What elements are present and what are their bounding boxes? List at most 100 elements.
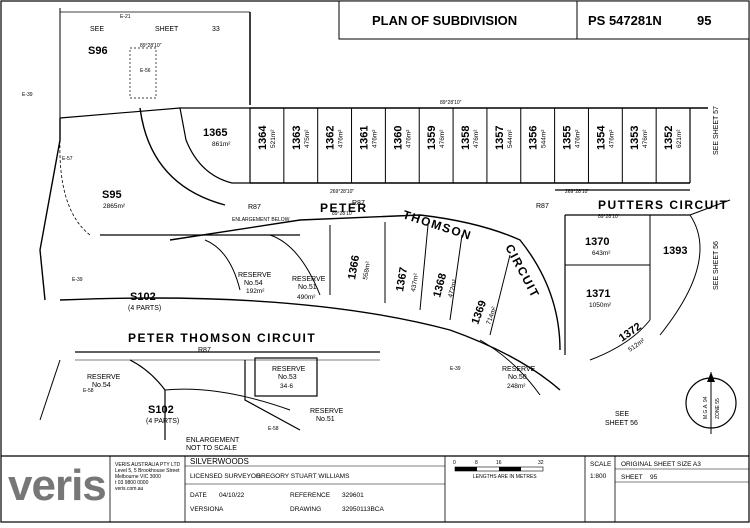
svg-text:E-56: E-56	[140, 68, 151, 74]
svg-text:t 03 9800 0000: t 03 9800 0000	[115, 480, 149, 486]
header-box	[338, 0, 750, 40]
svg-text:No.54: No.54	[92, 382, 111, 389]
svg-text:437m²: 437m²	[410, 272, 420, 292]
lot-number: 1361	[358, 126, 370, 150]
drawing-value: 32950113BCA	[342, 506, 384, 513]
lot-number: 1363	[291, 126, 303, 150]
reference-value: 329601	[342, 492, 364, 499]
street-putters-circuit: PUTTERS CIRCUIT	[598, 198, 729, 212]
svg-text:472m²: 472m²	[447, 278, 459, 298]
svg-text:veris.com.au: veris.com.au	[115, 486, 144, 492]
veris-logo: veris	[8, 461, 106, 510]
svg-text:No.51: No.51	[298, 284, 317, 291]
street-peter: PETER	[320, 201, 368, 215]
lot-area: 521m²	[270, 129, 277, 148]
svg-text:No.50: No.50	[508, 374, 527, 381]
svg-text:89°28'10": 89°28'10"	[440, 100, 462, 106]
north-arrow: M.G.A. 94 ZONE 55	[685, 372, 737, 434]
svg-text:861m²: 861m²	[212, 141, 231, 148]
lot-number: 1353	[629, 126, 641, 150]
svg-text:E-58: E-58	[268, 426, 279, 432]
svg-text:1365: 1365	[203, 127, 227, 139]
see-sheet-56-right: SEE SHEET 56	[713, 241, 720, 290]
svg-text:No.54: No.54	[244, 280, 263, 287]
svg-text:34·6: 34·6	[280, 383, 293, 390]
lot-number: 1355	[562, 126, 574, 150]
svg-text:8: 8	[475, 460, 478, 466]
lot-number: 1357	[494, 126, 506, 150]
svg-text:E-21: E-21	[120, 14, 131, 20]
lot-number: 1358	[460, 126, 472, 150]
plan-title: PLAN OF SUBDIVISION	[372, 13, 517, 28]
lot-1367: 1367	[394, 266, 410, 292]
see-label: SEE	[90, 26, 104, 33]
svg-text:1050m²: 1050m²	[589, 302, 612, 309]
see-sheet-56-bottom: SEE	[615, 411, 629, 418]
svg-text:E-58: E-58	[83, 388, 94, 394]
lot-1371: 1371	[586, 288, 610, 300]
svg-text:M.G.A. 94: M.G.A. 94	[703, 396, 709, 419]
lot-number: 1356	[528, 126, 540, 150]
lot-area: 544m²	[541, 129, 548, 148]
enlargement-below-note: ENLARGEMENT BELOW	[232, 217, 290, 223]
svg-text:248m²: 248m²	[507, 383, 526, 390]
svg-text:2865m²: 2865m²	[103, 203, 126, 210]
lot-number: 1362	[325, 126, 337, 150]
svg-text:(4 PARTS): (4 PARTS)	[146, 418, 179, 425]
lot-number: 1354	[595, 125, 607, 150]
lot-area: 476m²	[642, 129, 649, 148]
svg-text:89°28'10": 89°28'10"	[598, 214, 620, 220]
parcel-s102-enlargement: S102	[148, 404, 174, 416]
svg-text:E-39: E-39	[450, 366, 461, 372]
svg-text:269°28'10": 269°28'10"	[330, 189, 354, 195]
not-to-scale-label: NOT TO SCALE	[186, 445, 237, 452]
svg-text:558m²: 558m²	[362, 260, 372, 280]
svg-text:No.51: No.51	[316, 416, 335, 423]
scale-value: 1:800	[590, 473, 607, 480]
svg-text:643m²: 643m²	[592, 250, 611, 257]
svg-text:269°28'10": 269°28'10"	[565, 189, 589, 195]
header: PLAN OF SUBDIVISION PS 547281N 95	[338, 0, 750, 40]
reserve-51: RESERVE	[292, 276, 326, 283]
svg-text:No.53: No.53	[278, 374, 297, 381]
svg-text:LICENSED SURVEYOR: LICENSED SURVEYOR	[190, 473, 261, 480]
lot-area: 476m²	[608, 129, 615, 148]
svg-text:R87: R87	[536, 203, 549, 210]
svg-text:89°28'10": 89°28'10"	[140, 43, 162, 49]
s96-region: SEE SHEET 33 S96 89°28'10" E-56 E-21 E-3…	[22, 8, 251, 118]
svg-text:DRAWING: DRAWING	[290, 506, 321, 513]
svg-text:R87: R87	[248, 204, 261, 211]
enlargement-title: PETER THOMSON CIRCUIT	[128, 331, 316, 345]
svg-text:E-39: E-39	[22, 92, 33, 98]
lot-1366: 1366	[346, 254, 362, 280]
plan-number: PS 547281N	[588, 13, 662, 28]
svg-text:95: 95	[650, 474, 658, 481]
svg-text:RESERVE: RESERVE	[502, 366, 536, 373]
lot-area: 476m²	[575, 129, 582, 148]
svg-text:RESERVE: RESERVE	[310, 408, 344, 415]
svg-text:E-39: E-39	[72, 277, 83, 283]
svg-text:(4 PARTS): (4 PARTS)	[128, 305, 161, 312]
reserve-53: RESERVE	[272, 366, 306, 373]
svg-text:S95: S95	[102, 189, 122, 201]
parcel-s102: S102	[130, 291, 156, 303]
sheet-ref-33: 33	[212, 26, 220, 33]
lot-number: 1359	[426, 126, 438, 150]
sheet-number: 95	[697, 13, 711, 28]
svg-text:E-57: E-57	[62, 156, 73, 162]
svg-text:192m²: 192m²	[246, 288, 265, 295]
parcel-s95: S95 2865m² E-57	[39, 107, 226, 301]
